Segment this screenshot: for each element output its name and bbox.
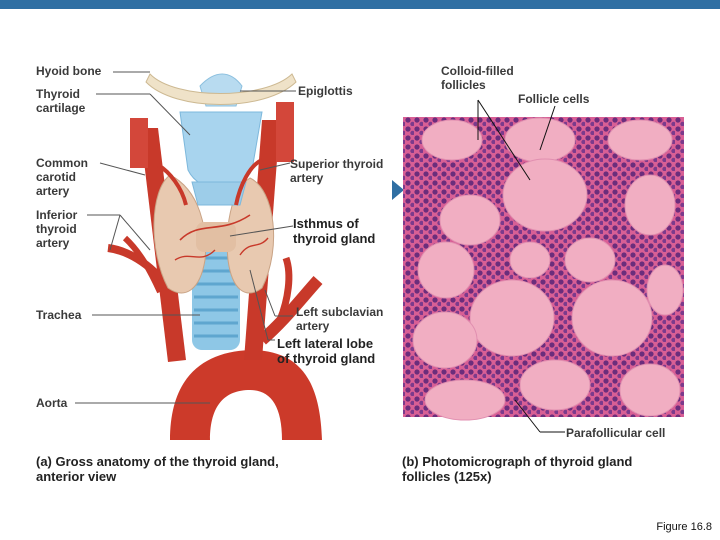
aorta-arch (170, 350, 322, 440)
inferior-thyroid-branch-right-2 (122, 235, 163, 294)
label-left-subclavian-artery: Left subclavian artery (296, 305, 384, 333)
caption-panel-a: (a) Gross anatomy of the thyroid gland, … (36, 454, 279, 484)
thyroid-right-lobe (153, 174, 207, 294)
hyoid-bone (145, 73, 297, 105)
label-common-carotid-artery: Common carotid artery (36, 156, 88, 198)
left-carotid-top (276, 102, 294, 162)
right-carotid-top (130, 118, 148, 168)
top-bar (0, 0, 720, 9)
superior-thyroid-artery-left (234, 158, 263, 206)
left-vertebral-branch (276, 256, 293, 322)
thyroid-isthmus (196, 222, 236, 252)
label-isthmus: Isthmus of thyroid gland (293, 216, 376, 246)
label-epiglottis: Epiglottis (298, 84, 353, 98)
caption-panel-b: (b) Photomicrograph of thyroid gland fol… (402, 454, 633, 484)
label-aorta: Aorta (36, 396, 68, 410)
label-inferior-thyroid-artery: Inferior thyroid artery (36, 208, 78, 250)
label-thyroid-cartilage: Thyroid cartilage (36, 87, 86, 115)
inferior-thyroid-branch-right (107, 244, 172, 291)
left-subclavian-artery (258, 275, 323, 345)
label-follicle-cells: Follicle cells (518, 92, 590, 106)
thyroid-left-lobe (226, 177, 275, 294)
label-left-lateral-lobe: Left lateral lobe of thyroid gland (277, 336, 376, 366)
label-parafollicular-cell: Parafollicular cell (566, 426, 666, 440)
figure-number: Figure 16.8 (656, 521, 712, 533)
label-hyoid-bone: Hyoid bone (36, 64, 102, 78)
label-trachea: Trachea (36, 308, 82, 322)
superior-thyroid-artery-right (156, 163, 188, 206)
label-colloid-filled-follicles: Colloid-filled follicles (441, 64, 514, 92)
label-superior-thyroid-artery: Superior thyroid artery (290, 157, 384, 185)
cricoid-cartilage (191, 181, 247, 206)
